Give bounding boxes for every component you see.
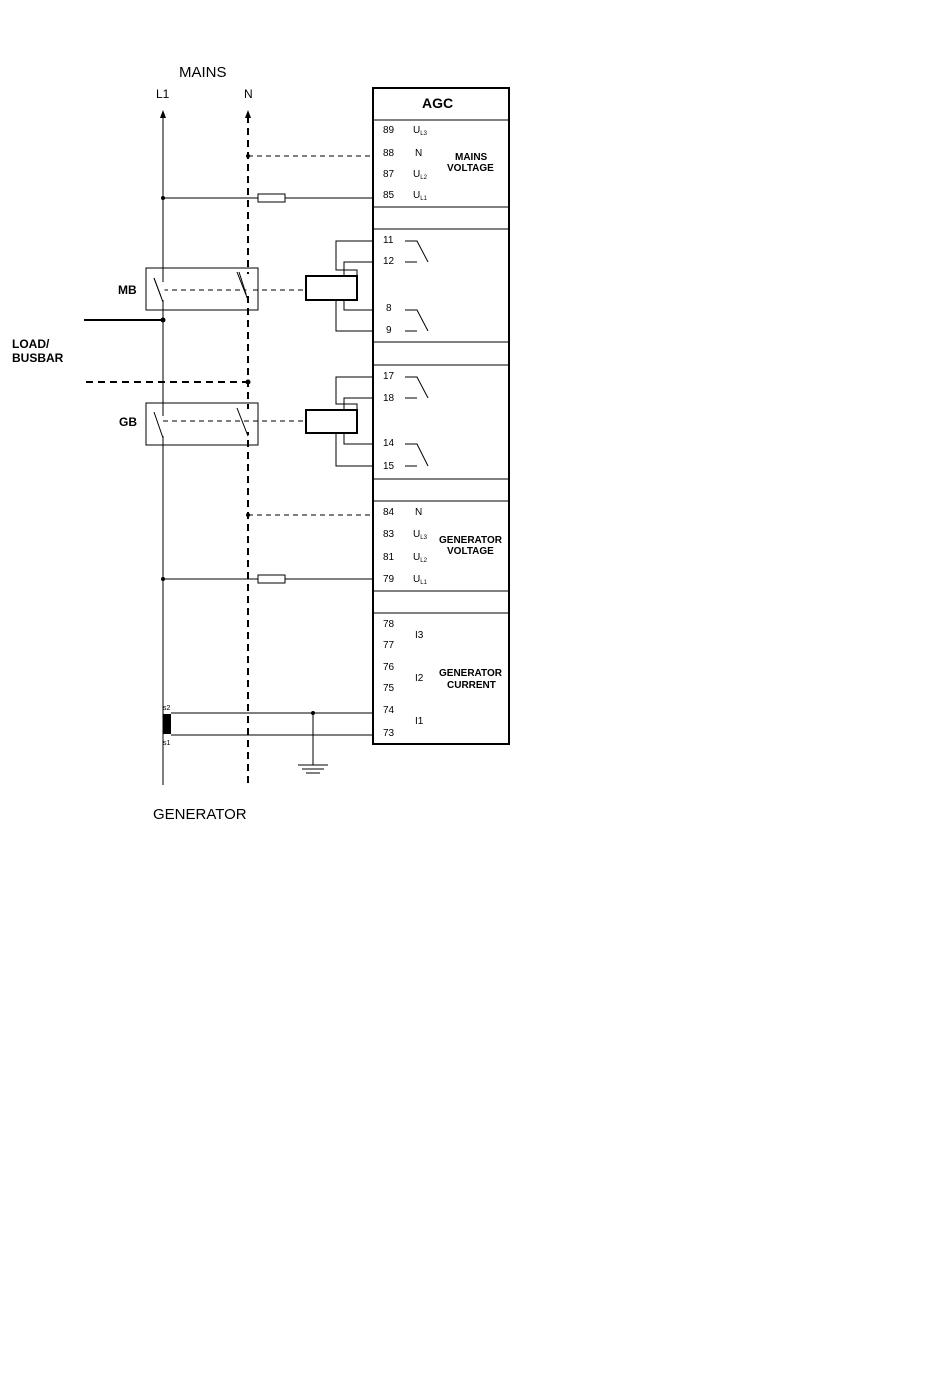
terminal-11: 11 [383, 235, 394, 246]
terminal-76: 76 [383, 662, 395, 673]
generator-current-label-2: CURRENT [447, 680, 496, 691]
fuse-icon [258, 194, 285, 202]
gb-label: GB [119, 415, 137, 429]
switch-contact-icon [237, 272, 248, 300]
mb-coil-icon [306, 276, 357, 300]
generator-voltage-section: 84 83 81 79 N UL3 UL2 UL1 GENERATOR VOLT… [383, 507, 503, 586]
gb-coil-icon [306, 410, 357, 433]
fuse-icon [258, 575, 285, 583]
phase-i3: I3 [415, 630, 424, 641]
terminal-78: 78 [383, 619, 395, 630]
symbol-ul2: UL2 [413, 169, 428, 181]
n-label: N [244, 87, 253, 101]
l1-arrow-icon [160, 110, 166, 118]
mains-voltage-label-2: VOLTAGE [447, 163, 494, 174]
relay-contact-icon [405, 444, 428, 466]
terminal-12: 12 [383, 256, 395, 267]
terminal-89: 89 [383, 125, 395, 136]
generator-voltage-label-2: VOLTAGE [447, 546, 494, 557]
terminal-18: 18 [383, 393, 395, 404]
switch-contact-icon [237, 408, 248, 436]
phase-i1: I1 [415, 716, 424, 727]
ground-icon [298, 765, 328, 773]
phase-i2: I2 [415, 673, 424, 684]
terminal-9: 9 [386, 325, 392, 336]
terminal-88: 88 [383, 148, 395, 159]
ct-s2-label: s2 [163, 705, 171, 712]
terminal-74: 74 [383, 705, 395, 716]
agc-title: AGC [422, 95, 453, 111]
terminal-83: 83 [383, 529, 395, 540]
relay-contact-icon [405, 310, 428, 331]
busbar-label: BUSBAR [12, 351, 64, 365]
terminal-87: 87 [383, 169, 395, 180]
symbol-ul3: UL3 [413, 125, 428, 137]
generator-label: GENERATOR [153, 806, 247, 823]
symbol-n: N [415, 507, 422, 518]
relay-contact-icon [405, 377, 428, 398]
terminal-73: 73 [383, 728, 395, 739]
mains-voltage-section: 89 88 87 85 UL3 N UL2 UL1 MAINS VOLTAGE [383, 125, 494, 202]
terminal-79: 79 [383, 574, 395, 585]
relay-contact-icon [405, 241, 428, 262]
terminal-84: 84 [383, 507, 395, 518]
terminal-8: 8 [386, 303, 392, 314]
mains-voltage-label-1: MAINS [455, 152, 488, 163]
symbol-ul1: UL1 [413, 574, 428, 586]
n-arrow-icon [245, 110, 251, 118]
gb-relay-section: 17 18 14 15 [383, 371, 428, 472]
ct-s1-label: s1 [163, 740, 171, 747]
terminal-14: 14 [383, 438, 395, 449]
symbol-ul3: UL3 [413, 529, 428, 541]
l1-label: L1 [156, 87, 170, 101]
generator-current-label-1: GENERATOR [439, 668, 503, 679]
mb-label: MB [118, 283, 137, 297]
symbol-n: N [415, 148, 422, 159]
mb-relay-section: 11 12 8 9 [383, 235, 428, 336]
generator-voltage-label-1: GENERATOR [439, 535, 503, 546]
terminal-17: 17 [383, 371, 395, 382]
terminal-85: 85 [383, 190, 395, 201]
current-transformer-icon [163, 714, 171, 734]
load-label: LOAD/ [12, 337, 50, 351]
symbol-ul1: UL1 [413, 190, 428, 202]
terminal-15: 15 [383, 461, 395, 472]
terminal-81: 81 [383, 552, 395, 563]
symbol-ul2: UL2 [413, 552, 428, 564]
terminal-77: 77 [383, 640, 395, 651]
terminal-75: 75 [383, 683, 395, 694]
mains-label: MAINS [179, 64, 227, 81]
generator-current-section: 78 77 76 75 74 73 I3 I2 I1 GENERATOR CUR… [383, 619, 503, 739]
